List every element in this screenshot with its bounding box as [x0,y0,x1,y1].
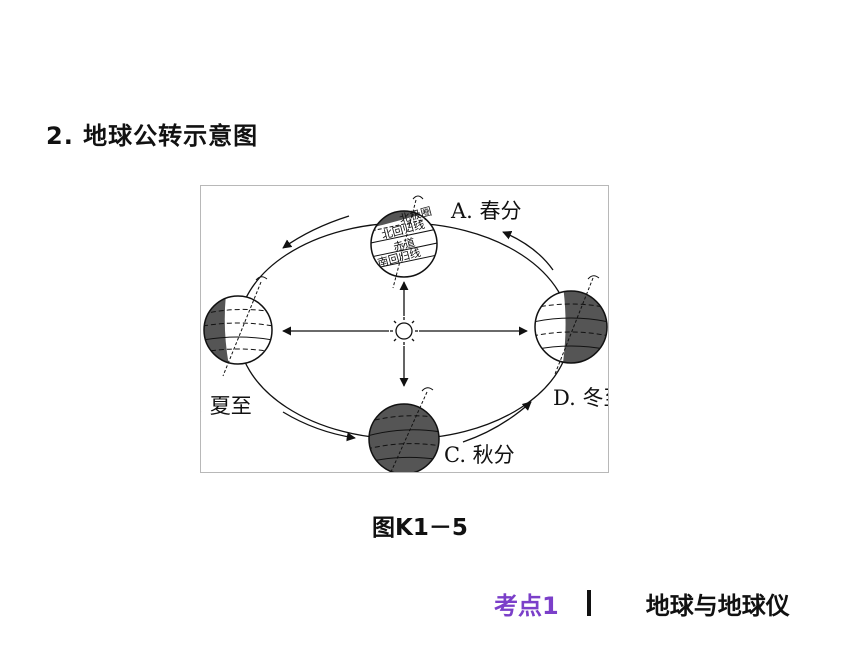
footer-topic-label: 地球与地球仪 [645,591,790,620]
footer-divider [586,590,591,616]
label-winter-solstice: D. 冬至 [553,386,608,410]
slide-footer: 考点1 地球与地球仪 [494,587,790,620]
figure-caption: 图K1－5 [372,515,468,541]
sun-icon [390,317,418,345]
slide-heading: 2. 地球公转示意图 [46,122,259,150]
earth-globe-icon [203,276,273,377]
label-vernal-equinox: A. 春分 [450,199,522,223]
earth-globe-icon: 北极圈 北回归线 赤道 南回归线 [370,195,438,289]
equator-label: 赤道 [392,235,417,254]
diagram-canvas: 北极圈 北回归线 赤道 南回归线 [201,195,608,472]
sun-ray-arrows [282,281,528,387]
orbit-arrow-icon [282,215,554,443]
earth-globe-icon [368,387,440,472]
earth-globe-icon [534,275,608,375]
footer-section-label: 考点1 [494,591,559,620]
label-autumnal-equinox: C. 秋分 [444,443,515,467]
label-summer-solstice: B. 夏至 [201,394,252,418]
earth-revolution-diagram: 北极圈 北回归线 赤道 南回归线 [200,185,609,473]
